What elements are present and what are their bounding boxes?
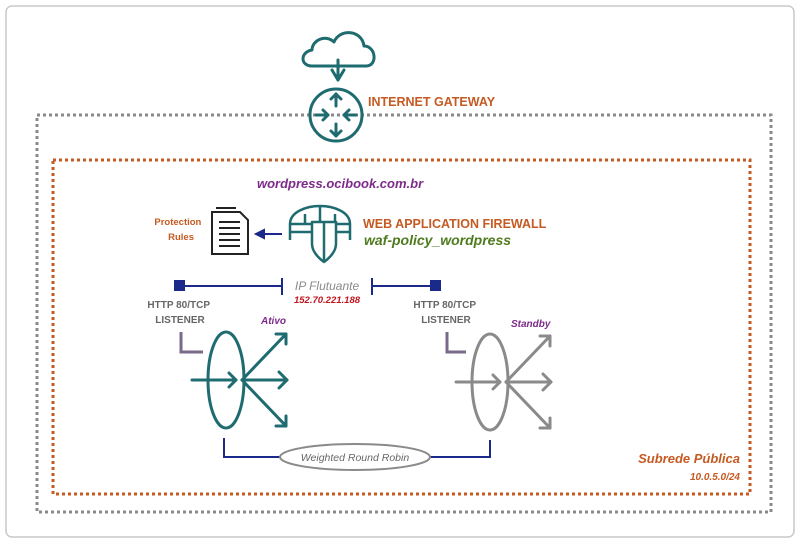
round-robin-badge	[279, 443, 431, 471]
listener-right-label: HTTP 80/TCP LISTENER	[413, 300, 478, 326]
domain-label: wordpress.ocibook.com.br	[257, 176, 424, 191]
floating-ip-address: 152.70.221.188	[294, 295, 361, 306]
load-balancer-active-icon	[190, 330, 289, 430]
listener-right-connector	[445, 332, 466, 354]
gateway-label: INTERNET GATEWAY	[368, 95, 496, 109]
protection-rules-label: Protection Rules	[154, 217, 204, 243]
floating-ip-connector-left	[174, 278, 283, 295]
cloud-icon	[301, 31, 376, 82]
floating-ip-label: IP Flutuante	[295, 279, 360, 293]
waf-to-rules-arrow	[253, 228, 282, 240]
load-balancer-standby-icon	[454, 332, 553, 432]
router-icon	[308, 87, 364, 143]
waf-policy: waf-policy_wordpress	[364, 232, 511, 248]
firewall-shield-icon	[288, 204, 352, 264]
listener-left-connector	[179, 332, 203, 354]
subnet-cidr: 10.0.5.0/24	[690, 472, 740, 483]
floating-ip-connector-right	[371, 278, 441, 295]
listener-left-label: HTTP 80/TCP LISTENER	[147, 300, 212, 326]
round-robin-label: Weighted Round Robin	[301, 452, 410, 464]
lb-standby-label: Standby	[511, 319, 551, 330]
vcn-boundary	[35, 113, 773, 514]
document-icon	[211, 207, 249, 255]
waf-title: WEB APPLICATION FIREWALL	[363, 217, 547, 231]
subnet-label: Subrede Pública	[638, 451, 740, 466]
lb-active-label: Ativo	[260, 316, 286, 327]
subnet-boundary	[51, 158, 752, 496]
page-border	[5, 5, 795, 538]
